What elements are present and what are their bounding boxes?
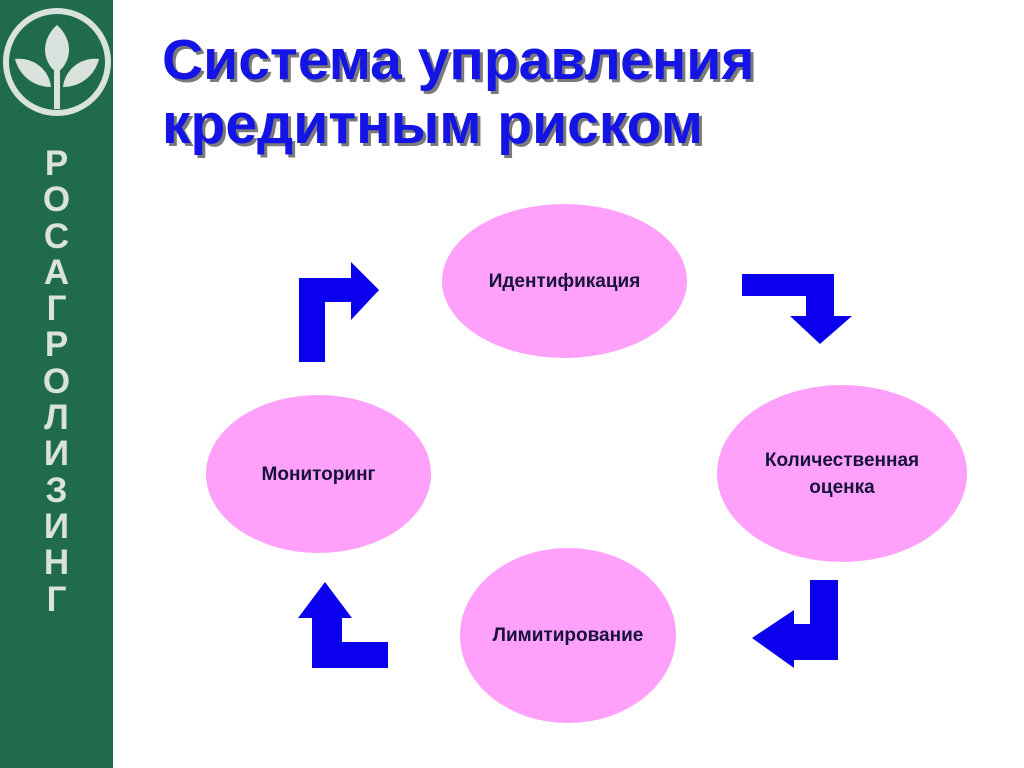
brand-letter: Н — [43, 543, 70, 583]
brand-sidebar: Р О С А Г Р О Л И З И Н Г — [0, 0, 113, 768]
node-monitoring-label: Мониторинг — [261, 463, 376, 485]
node-quantitative-label-line: оценка — [809, 476, 875, 498]
brand-letter: А — [43, 252, 70, 292]
node-identification-label: Идентификация — [488, 270, 641, 292]
slide-title: Система управления кредитным риском — [162, 28, 1002, 156]
brand-letter: Р — [44, 325, 69, 365]
node-limiting-label: Лимитирование — [492, 625, 644, 646]
node-quantitative-assessment: Количественная оценка — [717, 385, 967, 562]
node-quantitative-label-line: Количественная — [764, 449, 920, 471]
slide-title-line: Система управления — [162, 28, 755, 92]
arrow-identification-to-quantitative-icon — [742, 274, 852, 344]
brand-letter: О — [42, 180, 71, 220]
arrow-limiting-to-monitoring-icon — [298, 582, 388, 668]
brand-letter: Г — [46, 289, 67, 329]
arrow-monitoring-to-identification-icon — [299, 262, 379, 362]
node-monitoring: Мониторинг — [206, 395, 431, 553]
brand-vertical-text: Р О С А Г Р О Л И З И Н Г — [0, 144, 113, 619]
brand-letter: И — [43, 434, 70, 474]
brand-letter: З — [45, 470, 68, 510]
node-limiting: Лимитирование — [460, 548, 676, 723]
brand-letter: Л — [44, 398, 69, 438]
brand-letter: И — [43, 506, 70, 546]
slide-title-line: кредитным риском — [162, 92, 703, 156]
arrow-quantitative-to-limiting-icon — [752, 580, 838, 668]
leaf-sprout-logo-icon — [3, 8, 111, 116]
brand-letter: С — [43, 216, 70, 256]
brand-letter: Р — [44, 144, 69, 183]
node-identification: Идентификация — [442, 204, 687, 358]
brand-letter: О — [42, 361, 71, 401]
brand-letter: Г — [46, 579, 67, 619]
